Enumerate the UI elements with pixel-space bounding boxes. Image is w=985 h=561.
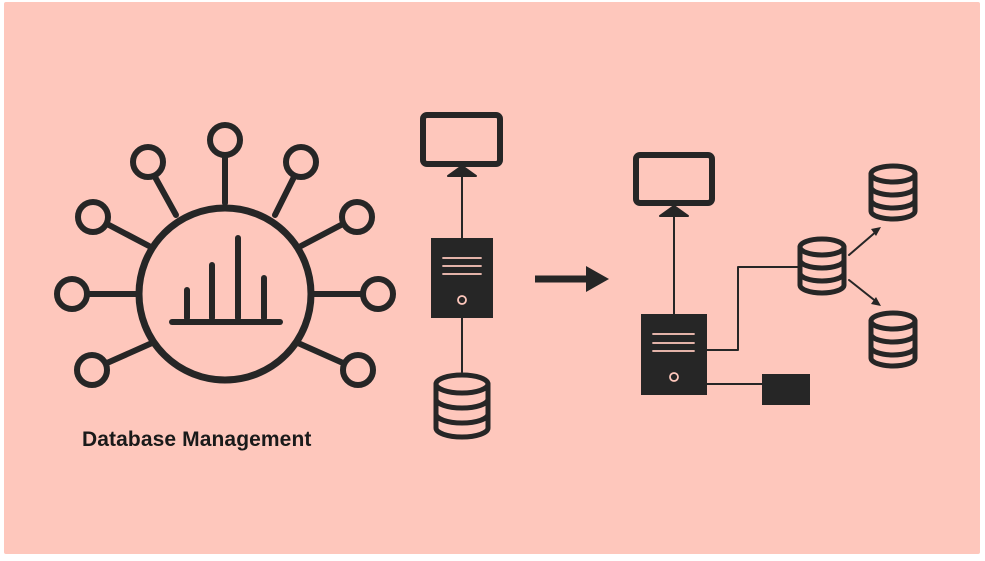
hub-circle bbox=[135, 204, 315, 384]
hub-node-lower-left bbox=[74, 352, 110, 388]
database-icon bbox=[797, 236, 847, 296]
hub-node-lower-right bbox=[340, 352, 376, 388]
database-icon bbox=[868, 163, 918, 222]
left-stack bbox=[420, 112, 503, 440]
hub-node-upper-left bbox=[75, 199, 111, 235]
hub-node-top-right bbox=[283, 144, 319, 180]
server-icon bbox=[641, 314, 707, 395]
database-icon bbox=[868, 310, 918, 369]
bar-chart-icon bbox=[169, 235, 283, 325]
hub-node-right bbox=[360, 276, 396, 312]
storage-device-icon bbox=[762, 374, 810, 405]
connector-line bbox=[848, 279, 879, 304]
connector-line bbox=[848, 229, 879, 256]
hub-node-left bbox=[54, 276, 90, 312]
right-arrow-icon bbox=[535, 266, 609, 292]
hub-nodes bbox=[54, 122, 396, 388]
server-icon bbox=[431, 238, 493, 318]
monitor-icon bbox=[420, 112, 503, 177]
hub-node-top-left bbox=[130, 144, 166, 180]
network-hub-icon bbox=[54, 122, 396, 388]
database-icon bbox=[433, 372, 491, 440]
hub-node-upper-right bbox=[339, 199, 375, 235]
hub-node-top bbox=[207, 122, 243, 158]
connector-line bbox=[706, 266, 799, 351]
monitor-icon bbox=[633, 152, 715, 217]
hub-spokes bbox=[84, 153, 366, 366]
caption-database-management: Database Management bbox=[82, 428, 312, 451]
right-system bbox=[633, 152, 918, 405]
